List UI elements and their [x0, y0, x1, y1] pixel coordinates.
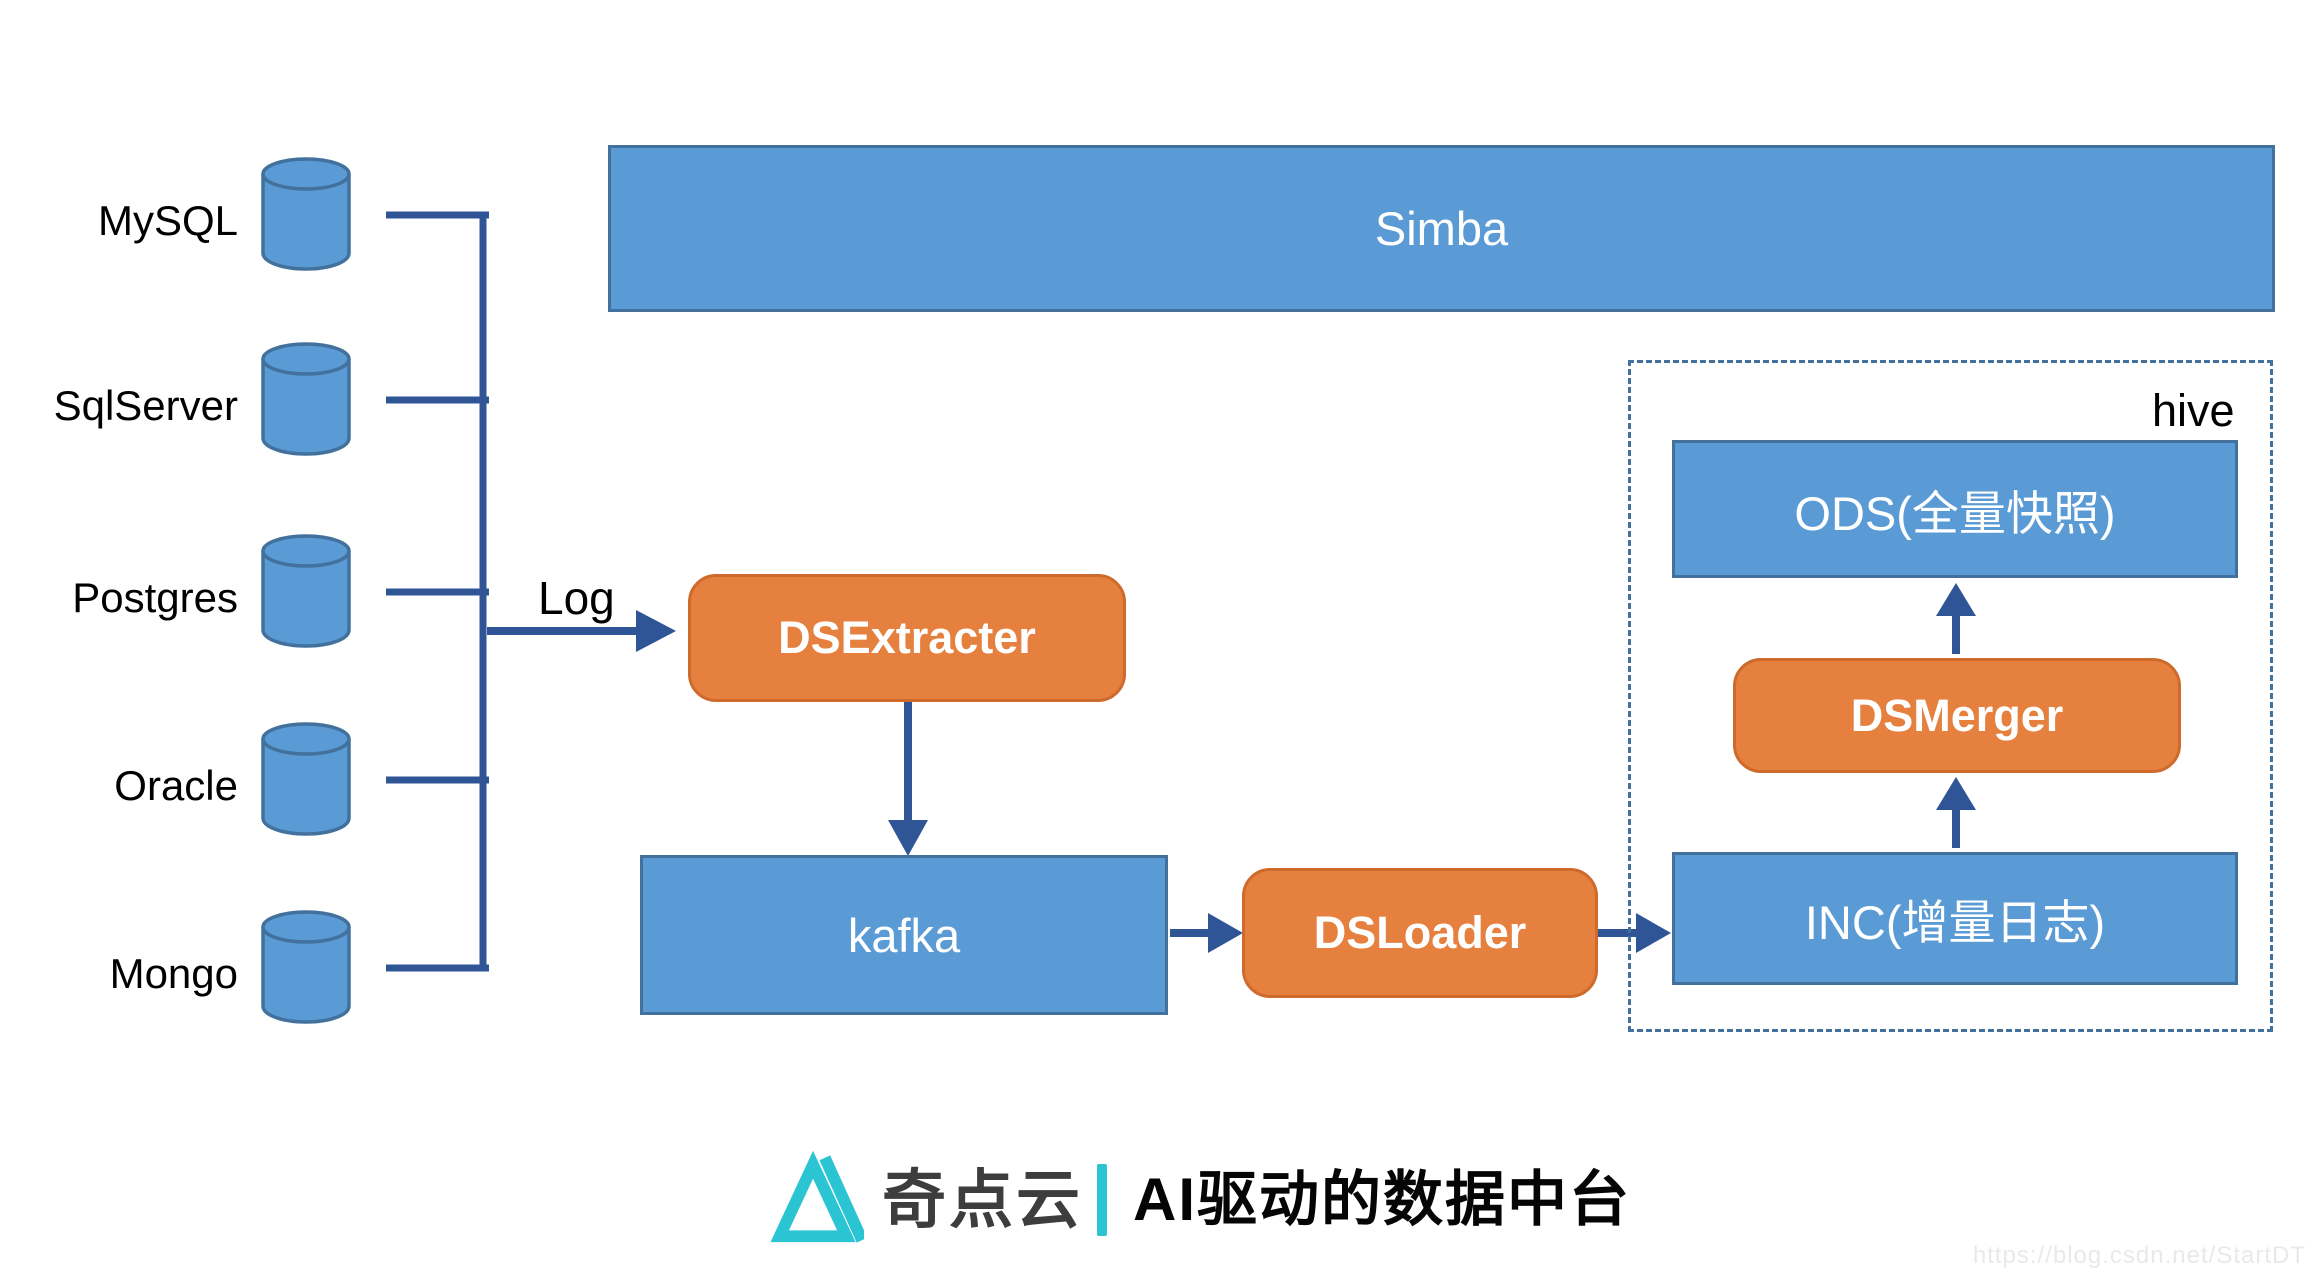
simba-label: Simba — [1374, 202, 1509, 255]
database-cylinder-sqlserver — [261, 342, 351, 456]
kafka-label: kafka — [847, 908, 961, 962]
dsextracter-kafka-arrow-head — [888, 820, 928, 856]
dsmerger-node: DSMerger — [1733, 658, 2181, 773]
dsloader-node: DSLoader — [1242, 868, 1598, 998]
db-label-mysql: MySQL — [97, 197, 238, 244]
db-label-mongo: Mongo — [109, 950, 238, 997]
brand-divider-bar — [1097, 1164, 1107, 1236]
database-cylinder-mysql — [261, 157, 351, 271]
inc-node: INC(增量日志) — [1672, 852, 2238, 985]
db-label-oracle: Oracle — [114, 762, 238, 809]
dsmerger-label: DSMerger — [1850, 689, 2064, 741]
ods-label: ODS(全量快照) — [1794, 486, 2116, 540]
db-label-sqlserver: SqlServer — [53, 382, 238, 429]
brand-tagline: AI驱动的数据中台 — [1133, 1166, 1631, 1233]
database-cylinder-oracle — [261, 722, 351, 836]
log-arrow-head — [636, 610, 676, 652]
brand-name: 奇点云 — [882, 1164, 1083, 1236]
dsextracter-node: DSExtracter — [688, 574, 1126, 702]
kafka-dsloader-arrow-head — [1208, 913, 1243, 953]
kafka-node: kafka — [640, 855, 1168, 1015]
database-cylinder-mongo — [261, 910, 351, 1024]
dsloader-label: DSLoader — [1313, 907, 1527, 958]
database-cylinder-postgres — [261, 534, 351, 648]
hive-label: hive — [2152, 385, 2235, 436]
log-edge-label: Log — [538, 572, 615, 624]
inc-label: INC(增量日志) — [1804, 896, 2106, 949]
watermark-url: https://blog.csdn.net/StartDT — [1972, 1242, 2306, 1269]
startdt-logo-icon — [770, 1150, 864, 1243]
hive-container — [1628, 360, 2273, 1032]
simba-node: Simba — [608, 145, 2275, 312]
db-label-postgres: Postgres — [72, 574, 238, 621]
dsextracter-label: DSExtracter — [778, 612, 1036, 663]
footer-brand: 奇点云 AI驱动的数据中台 — [766, 1148, 1631, 1252]
ods-node: ODS(全量快照) — [1672, 440, 2238, 578]
